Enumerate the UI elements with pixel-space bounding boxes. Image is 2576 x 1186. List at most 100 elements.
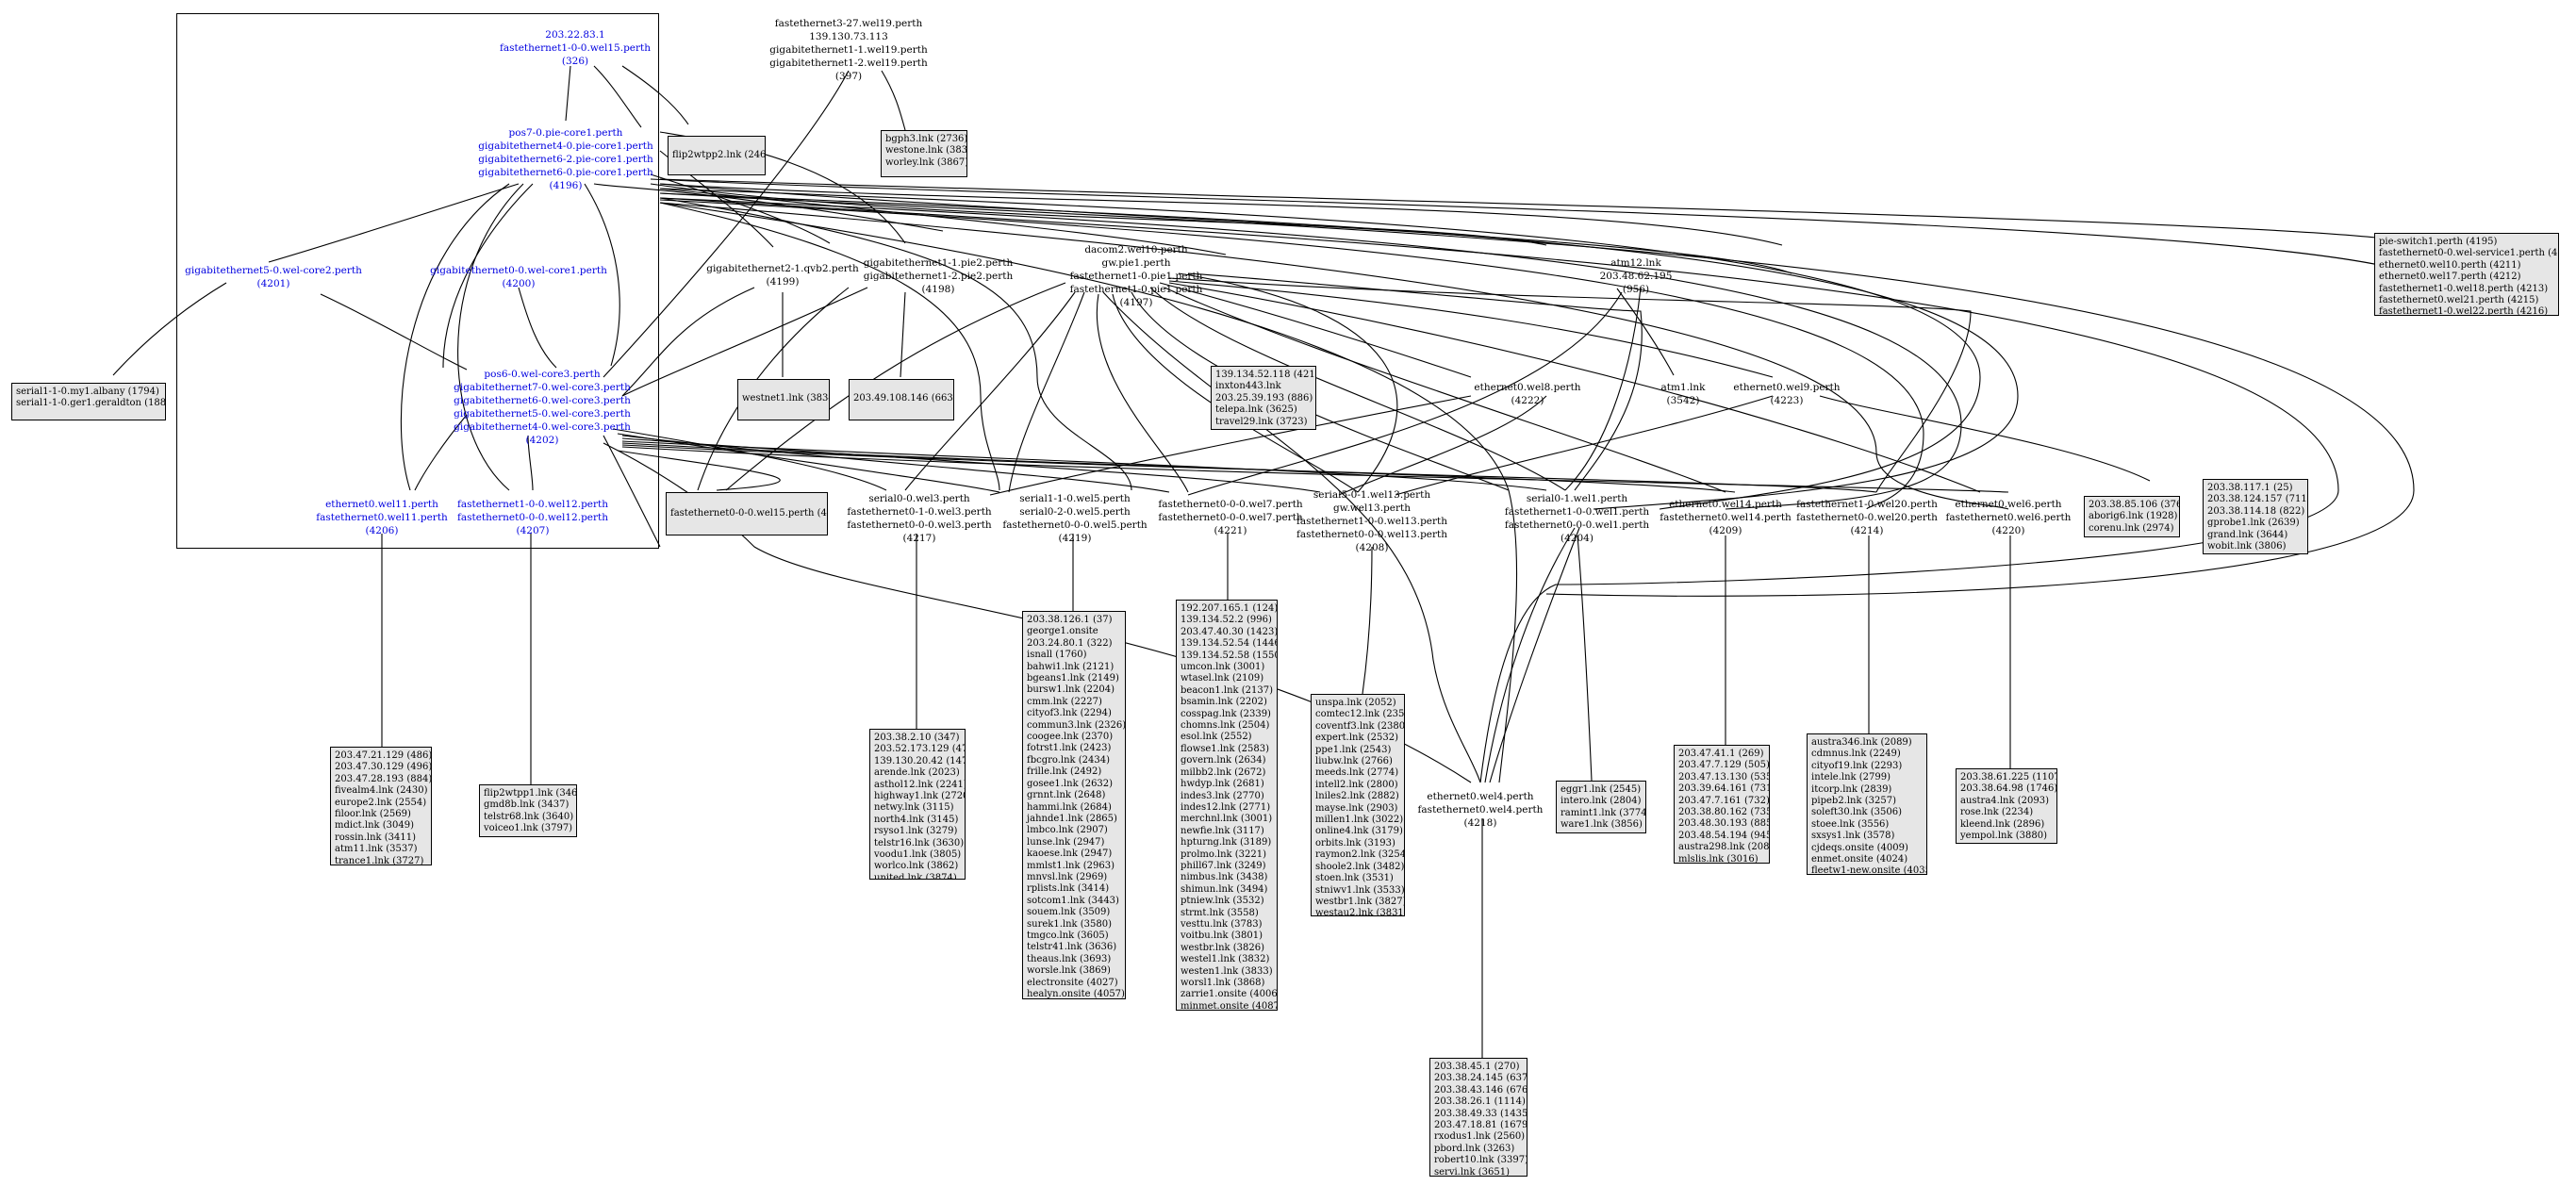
box-entry: cmm.lnk (2227) (1027, 696, 1102, 707)
node-label-line: 203.48.62.195 (1599, 271, 1673, 282)
box-entry: raymon2.lnk (3254) (1315, 849, 1405, 861)
box-4208[interactable]: unspa.lnk (2052)comtec12.lnk (2355)coven… (1311, 694, 1405, 916)
box-4214[interactable]: austra346.lnk (2089)cdmnus.lnk (2249)cit… (1807, 733, 1927, 875)
node-wel-core2[interactable]: gigabitethernet5-0.wel-core2.perth(4201) (170, 264, 377, 290)
box-serial[interactable]: serial1-1-0.my1.albany (1794)serial1-1-0… (11, 383, 166, 420)
edge (1168, 282, 1981, 493)
box-entry: rose.lnk (2234) (1960, 807, 2034, 818)
box-entry: cityof19.lnk (2293) (1811, 760, 1903, 771)
node-label-line: (4221) (1214, 525, 1247, 536)
node-qvb2[interactable]: gigabitethernet2-1.qvb2.perth(4199) (688, 262, 877, 288)
box-663[interactable]: 203.49.108.146 (663) (849, 379, 954, 420)
node-wel8[interactable]: ethernet0.wel8.perth(4222) (1447, 381, 1608, 407)
node-label-line: (4223) (1770, 395, 1804, 406)
node-label-line: fastethernet0-0-0.wel1.perth (1504, 519, 1650, 531)
box-entry: esol.lnk (2552) (1181, 732, 1252, 743)
edge (527, 435, 534, 491)
edge (904, 291, 1076, 491)
node-label-line: fastethernet3-27.wel19.perth (774, 18, 923, 29)
box-flip2wtpp2[interactable]: flip2wtpp2.lnk (2467) (668, 136, 766, 175)
node-wel-core1[interactable]: gigabitethernet0-0.wel-core1.perth(4200) (415, 264, 622, 290)
node-label-line: fastethernet0-1-0.wel3.perth (847, 506, 992, 518)
node-label-line: fastethernet1-0-0.wel15.perth (499, 42, 652, 54)
node-label-line: gigabitethernet5-0.wel-core3.perth (454, 408, 631, 420)
edge (1008, 291, 1085, 493)
box-4209[interactable]: 203.47.41.1 (269)203.47.7.129 (505)203.4… (1674, 745, 1770, 864)
box-4221[interactable]: 192.207.165.1 (124)139.134.52.2 (996)203… (1176, 600, 1278, 1011)
box-entry: orbits.lnk (3193) (1315, 837, 1395, 848)
box-entry: millen1.lnk (3022) (1315, 815, 1404, 826)
box-entry: commun3.lnk (2326) (1027, 719, 1126, 731)
node-label-line: fastethernet1-0-0.wel12.perth (456, 499, 609, 510)
box-entry: bursw1.lnk (2204) (1027, 684, 1115, 696)
node-wel9[interactable]: ethernet0.wel9.perth(4223) (1707, 381, 1867, 407)
edge (725, 282, 1066, 491)
box-entry: austra4.lnk (2093) (1960, 795, 2049, 806)
edge (1102, 291, 1481, 783)
edge (659, 202, 1000, 491)
node-label-line: pos6-0.wel-core3.perth (484, 369, 601, 380)
box-entry: 203.47.7.129 (505) (1678, 760, 1770, 771)
box-westnet[interactable]: westnet1.lnk (3834) (737, 379, 830, 420)
box-25[interactable]: 203.38.117.1 (25)203.38.124.157 (711)203… (2203, 479, 2308, 554)
box-entry: 203.38.124.157 (711) (2207, 494, 2308, 505)
box-4210[interactable]: fastethernet0-0-0.wel15.perth (4210) (666, 492, 828, 535)
edge (1362, 546, 1373, 695)
node-label-line: fastethernet1-0-0.wel1.perth (1504, 506, 1650, 518)
box-entry: souem.lnk (3509) (1027, 907, 1111, 918)
box-entry: gosee1.lnk (2632) (1027, 778, 1114, 789)
box-entry: zarrie1.onsite (4006) (1181, 989, 1278, 1000)
box-entry: fastethernet1-0.wel22.perth (4216) (2379, 306, 2549, 316)
box-entry: europe2.lnk (2554) (335, 797, 427, 808)
box-4217[interactable]: 203.38.2.10 (347)203.52.173.129 (479)139… (869, 729, 966, 880)
box-entry: fastethernet1-0.wel18.perth (4213) (2379, 283, 2549, 294)
node-atm1[interactable]: atm1.lnk(3542) (1603, 381, 1763, 407)
edge (659, 192, 2019, 510)
box-entry: pbord.lnk (3263) (1434, 1143, 1515, 1154)
node-label-line: atm12.lnk (1610, 257, 1661, 269)
box-entry: 203.52.173.129 (479) (874, 744, 965, 755)
box-4207[interactable]: flip2wtpp1.lnk (3466)gmd8b.lnk (3437)tel… (479, 784, 577, 837)
box-right-stack[interactable]: pie-switch1.perth (4195)fastethernet0-0.… (2374, 233, 2559, 316)
box-4220[interactable]: 203.38.61.225 (1107)203.38.64.98 (1746)a… (1956, 768, 2057, 844)
box-entry: westau2.lnk (3831) (1315, 908, 1405, 916)
node-label-line: (4220) (1991, 525, 2025, 536)
node-label-line: gigabitethernet2-1.qvb2.perth (706, 263, 859, 274)
box-entry: stoee.lnk (3556) (1811, 818, 1890, 830)
node-label-line: gigabitethernet4-0.pie-core1.perth (478, 140, 653, 152)
box-entry: hpturng.lnk (3189) (1181, 837, 1272, 848)
box-4206[interactable]: 203.47.21.129 (486)203.47.30.129 (496)20… (330, 747, 432, 865)
box-entry: 203.38.114.18 (822) (2207, 505, 2305, 517)
box-entry: ramint1.lnk (3774) (1560, 807, 1646, 818)
box-376[interactable]: 203.38.85.106 (376)aborig6.lnk (1928)cor… (2084, 496, 2180, 537)
node-label-line: ethernet0.wel14.perth (1669, 499, 1782, 510)
box-4204[interactable]: eggr1.lnk (2545)intero.lnk (2804)ramint1… (1556, 781, 1646, 833)
box-entry: shoole2.lnk (3482) (1315, 861, 1405, 872)
node-label-line: ethernet0.wel4.perth (1427, 791, 1534, 802)
edge (1577, 535, 1593, 782)
box-bgph[interactable]: bgph3.lnk (2736)westone.lnk (3835)worley… (881, 130, 967, 177)
box-4218[interactable]: 203.38.45.1 (270)203.38.24.145 (637)203.… (1429, 1058, 1527, 1177)
box-entry: cjdeqs.onsite (4009) (1811, 842, 1908, 853)
